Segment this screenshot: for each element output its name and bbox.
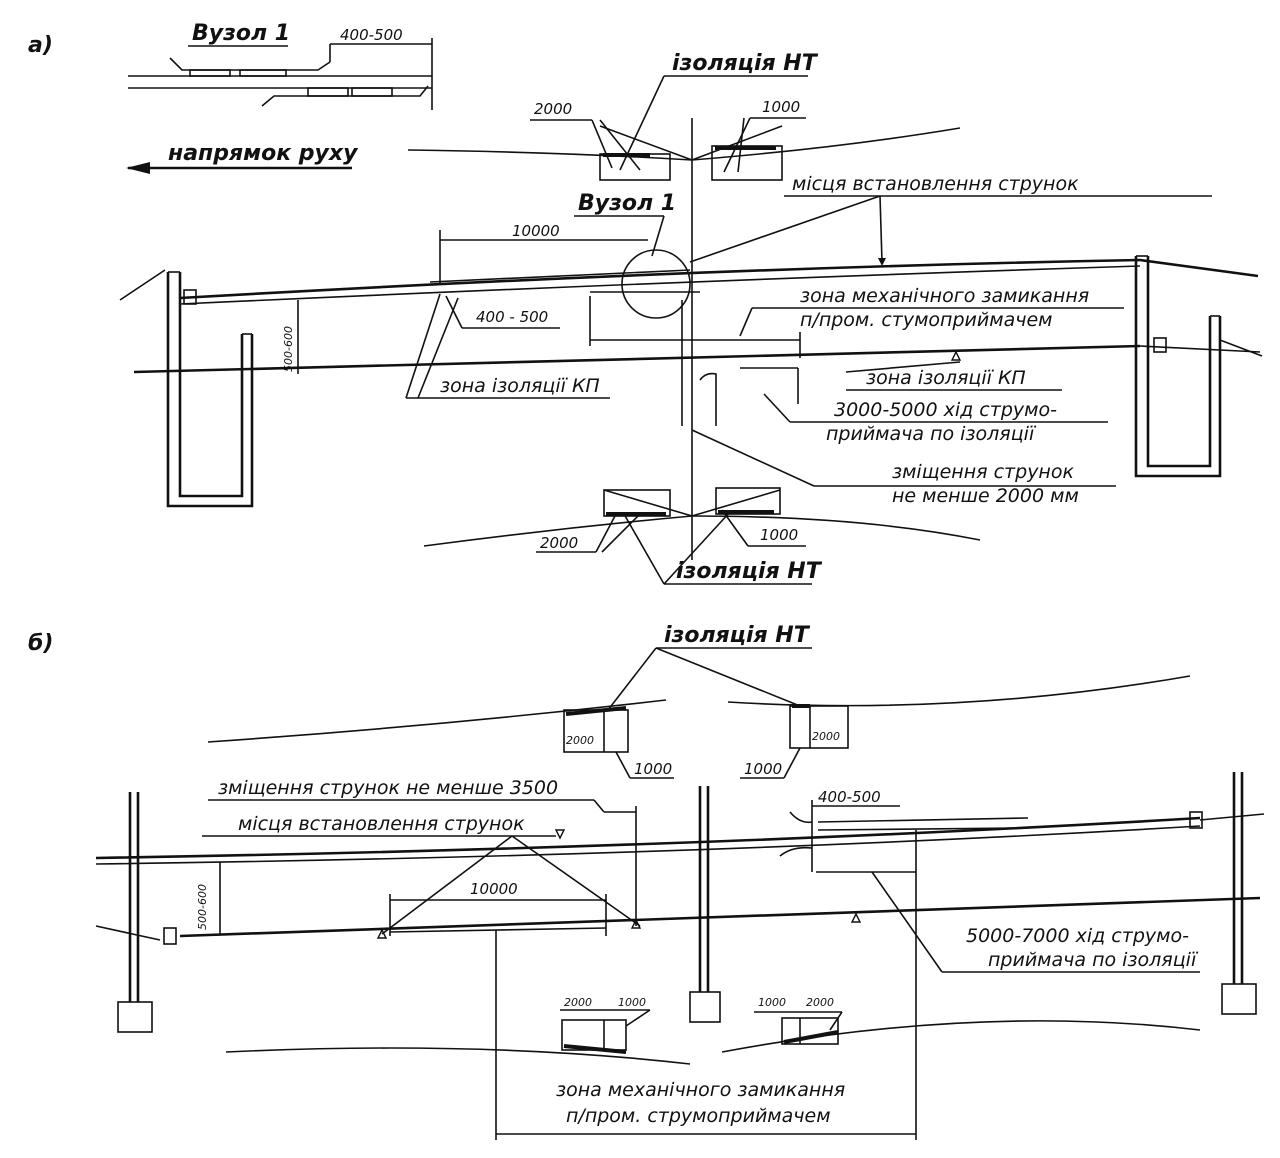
dim-1000-top: 1000 bbox=[762, 98, 800, 116]
part-a: а) Вузол 1 400-500 напрямок руху ізоляці… bbox=[28, 21, 1263, 585]
part-a-marker: а) bbox=[28, 33, 53, 58]
direction-label: напрямок руху bbox=[168, 141, 359, 166]
node-1-dim: 400-500 bbox=[340, 26, 403, 44]
zone-mech-b-1: зона механічного замикання bbox=[556, 1079, 845, 1101]
direction-arrow: напрямок руху bbox=[126, 141, 359, 174]
part-b: б) ізоляція НТ 2000 2000 1000 1000 зміще… bbox=[28, 623, 1265, 1140]
travel-a-2: приймача по ізоляції bbox=[826, 423, 1037, 445]
dropper-places-b: місця встановлення струнок bbox=[238, 813, 525, 835]
dim-1000-right-b: 1000 bbox=[744, 760, 782, 778]
dim-400-500-a: 400 - 500 bbox=[476, 308, 548, 326]
zone-mech-a-1: зона механічного замикання bbox=[800, 285, 1089, 307]
low-1000-left: 1000 bbox=[618, 996, 646, 1009]
node-1-ref: Вузол 1 bbox=[578, 191, 676, 216]
height-dim-b: 500-600 bbox=[196, 884, 209, 930]
dropper-places-label: місця встановлення струнок bbox=[792, 173, 1079, 195]
offset-a-1: зміщення струнок bbox=[892, 461, 1074, 483]
low-2000-right: 2000 bbox=[806, 996, 834, 1009]
node-1-title: Вузол 1 bbox=[192, 21, 290, 46]
dim-1000-bot: 1000 bbox=[760, 526, 798, 544]
part-b-marker: б) bbox=[28, 631, 53, 656]
arrow-head-icon bbox=[126, 162, 150, 174]
box-left-dim: 2000 bbox=[566, 734, 594, 747]
insulation-nt-bot-label: ізоляція НТ bbox=[676, 559, 823, 584]
dim-400-500-b: 400-500 bbox=[818, 788, 881, 806]
low-2000-left: 2000 bbox=[564, 996, 592, 1009]
kp-zone-left: зона ізоляції КП bbox=[440, 375, 600, 397]
dim-10000-b: 10000 bbox=[470, 880, 518, 898]
kp-zone-right: зона ізоляції КП bbox=[866, 367, 1026, 389]
zone-mech-b-2: п/пром. струмоприймачем bbox=[566, 1105, 831, 1127]
travel-b-1: 5000-7000 хід струмо- bbox=[966, 925, 1189, 947]
insulation-nt-top-label: ізоляція НТ bbox=[672, 51, 819, 76]
low-1000-right: 1000 bbox=[758, 996, 786, 1009]
node-1-circle bbox=[621, 249, 691, 319]
box-right-dim: 2000 bbox=[812, 730, 840, 743]
offset-a-2: не менше 2000 мм bbox=[892, 485, 1079, 507]
dim-1000-left-b: 1000 bbox=[634, 760, 672, 778]
travel-a-1: 3000-5000 хід струмо- bbox=[834, 399, 1057, 421]
height-dim-a: 500-600 bbox=[282, 326, 295, 372]
node-1-detail: Вузол 1 400-500 bbox=[128, 21, 433, 110]
insulation-nt-b-label: ізоляція НТ bbox=[664, 623, 811, 648]
zone-mech-a-2: п/пром. стумоприймачем bbox=[800, 309, 1052, 331]
dim-2000-top: 2000 bbox=[534, 100, 572, 118]
offset-b: зміщення струнок не менше 3500 bbox=[218, 777, 558, 799]
dim-2000-bot: 2000 bbox=[540, 534, 578, 552]
dim-10000-a: 10000 bbox=[512, 222, 560, 240]
travel-b-2: приймача по ізоляції bbox=[988, 949, 1199, 971]
